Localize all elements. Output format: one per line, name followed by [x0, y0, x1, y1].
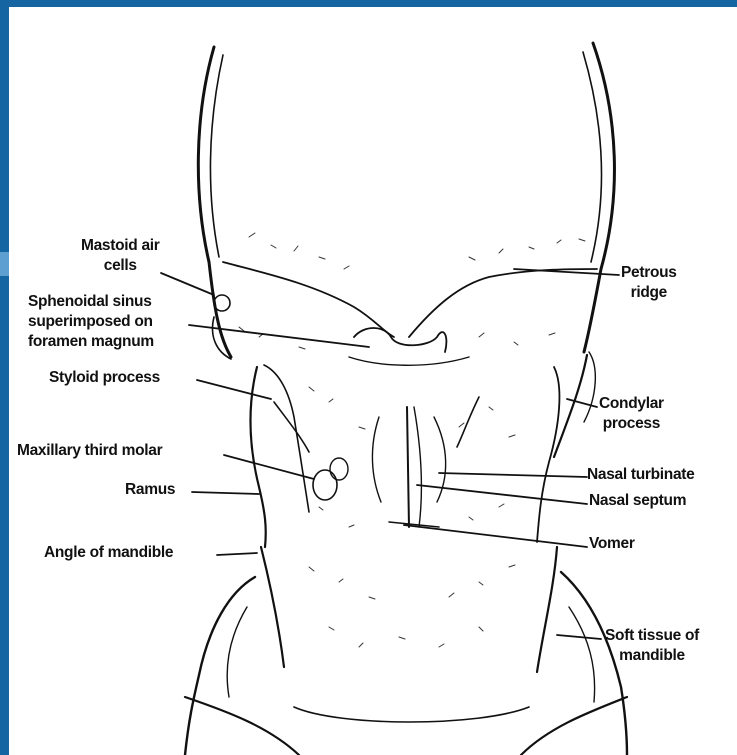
- leader-styloid: [197, 380, 271, 399]
- leader-vomer: [404, 525, 587, 547]
- left-condyle: [264, 365, 309, 512]
- nasal-septum-2: [414, 407, 421, 527]
- left-molar-2: [330, 458, 348, 480]
- label-mastoid-line-2: cells: [81, 256, 160, 276]
- chin-contour: [294, 707, 529, 722]
- label-vomer: Vomer: [589, 534, 635, 554]
- soft-tissue-left: [185, 577, 255, 755]
- cranium-outline-right: [584, 43, 614, 352]
- label-soft-tissue-line-1: Soft tissue of: [605, 626, 699, 646]
- nasal-septum: [407, 407, 409, 527]
- left-styloid: [274, 402, 309, 452]
- label-ramus: Ramus: [125, 480, 175, 500]
- cranium-outline-inner: [210, 55, 223, 257]
- shoulder-right: [521, 697, 627, 755]
- foramen-magnum: [349, 357, 469, 365]
- soft-tissue-left-2: [227, 607, 247, 697]
- mastoid-circle: [214, 295, 230, 311]
- label-condylar-line-2: process: [599, 414, 664, 434]
- label-petrous-line-1: Petrous: [621, 263, 677, 283]
- sphenoid-sinus: [354, 328, 446, 352]
- label-petrous-ridge: Petrous ridge: [621, 263, 677, 303]
- petrous-ridge-right: [409, 269, 597, 337]
- label-styloid-process: Styloid process: [49, 368, 160, 388]
- shoulder-left: [185, 697, 299, 755]
- nasal-turbinate-right: [434, 417, 446, 502]
- bone-texture: [239, 233, 585, 647]
- label-nasal-septum: Nasal septum: [589, 491, 686, 511]
- soft-tissue-right-2: [569, 607, 595, 702]
- left-molar: [313, 470, 337, 500]
- leader-turbinate: [439, 473, 587, 477]
- label-mastoid-line-1: Mastoid air: [81, 236, 160, 256]
- label-condylar-process: Condylar process: [599, 394, 664, 434]
- label-sphenoidal-line-2: superimposed on: [28, 312, 154, 332]
- nasal-turbinate-left: [372, 417, 381, 502]
- cranium-outline-right-inner: [583, 52, 601, 262]
- leader-soft-tissue: [557, 635, 601, 639]
- label-soft-tissue-line-2: mandible: [605, 646, 699, 666]
- label-sphenoidal-line-1: Sphenoidal sinus: [28, 292, 154, 312]
- label-sphenoidal-sinus: Sphenoidal sinus superimposed on foramen…: [28, 292, 154, 352]
- label-petrous-line-2: ridge: [621, 283, 677, 303]
- diagram-frame: Mastoid air cells Sphenoidal sinus super…: [9, 7, 737, 755]
- frame-side-marker: [0, 252, 9, 276]
- leader-septum: [417, 485, 587, 504]
- label-maxillary-third-molar: Maxillary third molar: [17, 441, 162, 461]
- petrous-ridge-left: [223, 262, 394, 337]
- label-soft-tissue-of-mandible: Soft tissue of mandible: [605, 626, 699, 666]
- mandible-right: [537, 547, 557, 672]
- leader-ramus: [192, 492, 259, 494]
- right-styloid: [457, 397, 479, 447]
- label-mastoid-air-cells: Mastoid air cells: [81, 236, 160, 276]
- label-condylar-line-1: Condylar: [599, 394, 664, 414]
- label-sphenoidal-line-3: foramen magnum: [28, 332, 154, 352]
- leader-mastoid: [161, 273, 214, 295]
- mandible-left: [261, 547, 284, 667]
- label-angle-of-mandible: Angle of mandible: [44, 543, 173, 563]
- label-nasal-turbinate: Nasal turbinate: [587, 465, 694, 485]
- leader-angle: [217, 553, 257, 555]
